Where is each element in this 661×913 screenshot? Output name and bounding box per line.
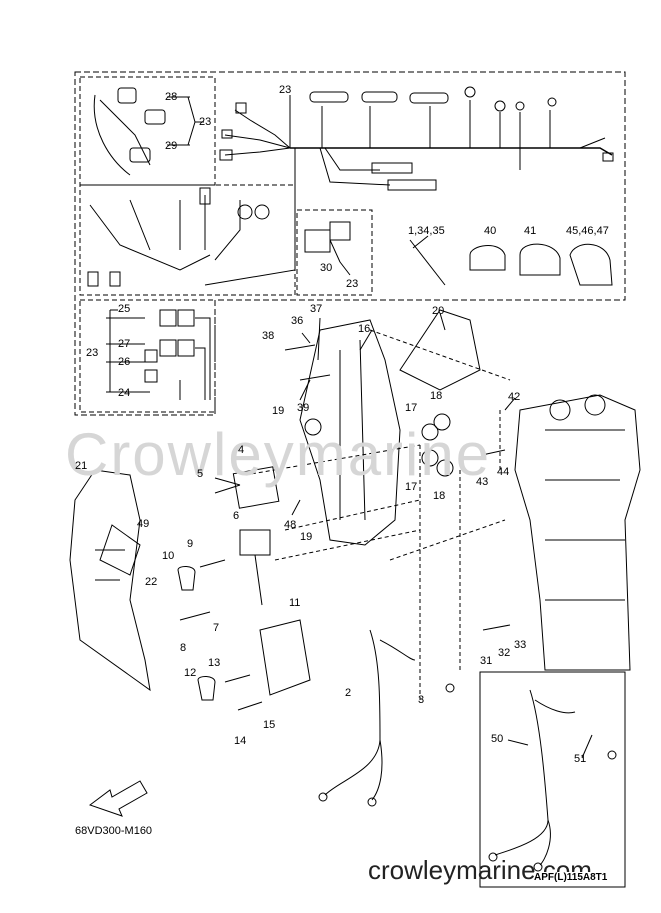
callout-17a: 17 bbox=[405, 402, 418, 414]
callout-48: 48 bbox=[284, 519, 297, 531]
callout-43: 43 bbox=[476, 476, 489, 488]
callout-9: 9 bbox=[187, 538, 194, 550]
callout-7: 7 bbox=[213, 622, 220, 634]
callout-11: 11 bbox=[289, 597, 301, 609]
watermark: Crowleymarine bbox=[65, 421, 492, 488]
callout-41: 41 bbox=[524, 225, 537, 237]
callout-6: 6 bbox=[233, 510, 240, 522]
callout-30: 30 bbox=[320, 262, 333, 274]
callout-5: 5 bbox=[197, 468, 204, 480]
callout-14: 14 bbox=[234, 735, 247, 747]
callout-19b: 19 bbox=[300, 531, 313, 543]
callout-18a: 18 bbox=[430, 390, 443, 402]
callout-45-46-47: 45,46,47 bbox=[566, 225, 609, 237]
inset-frame-relays bbox=[79, 299, 216, 413]
callout-24-label: 24 bbox=[118, 387, 131, 399]
callout-20: 20 bbox=[432, 305, 445, 317]
harness-frame bbox=[74, 71, 626, 416]
callout-8: 8 bbox=[180, 642, 187, 654]
callout-22: 22 bbox=[145, 576, 158, 588]
callout-10: 10 bbox=[162, 550, 175, 562]
callout-18b: 18 bbox=[433, 490, 446, 502]
callout-51: 51 bbox=[574, 753, 587, 765]
callout-29: 29 bbox=[165, 140, 178, 152]
callout-15: 15 bbox=[263, 719, 276, 731]
callout-50: 50 bbox=[491, 733, 504, 745]
callout-2: 2 bbox=[345, 687, 352, 699]
callout-23c: 23 bbox=[346, 278, 359, 290]
callout-44-label: 44 bbox=[497, 466, 510, 478]
corner-code: APF(L)115A8T1 bbox=[534, 872, 608, 883]
callout-19a: 19 bbox=[272, 405, 285, 417]
callout-23b: 23 bbox=[279, 84, 292, 96]
inset-frame-28-29 bbox=[79, 76, 216, 186]
inset-frame-sub-harness bbox=[79, 184, 296, 296]
callout-12: 12 bbox=[184, 667, 197, 679]
callout-42: 42 bbox=[508, 391, 521, 403]
callout-33-label: 33 bbox=[514, 639, 527, 651]
callout-17b: 17 bbox=[405, 481, 418, 493]
callout-39: 39 bbox=[297, 402, 310, 414]
cowling bbox=[69, 469, 151, 692]
ecm-bracket bbox=[299, 319, 401, 546]
callout-23a: 23 bbox=[199, 116, 212, 128]
callout-32: 32 bbox=[498, 647, 511, 659]
callout-40: 40 bbox=[484, 225, 497, 237]
callout-21: 21 bbox=[75, 460, 88, 472]
callout-13: 13 bbox=[208, 657, 221, 669]
callout-3: 3 bbox=[418, 694, 425, 706]
callout-38: 38 bbox=[262, 330, 275, 342]
inset-frame-50-51 bbox=[479, 671, 626, 888]
callout-25: 25 bbox=[118, 303, 131, 315]
callout-31: 31 bbox=[480, 655, 493, 667]
callout-23d: 23 bbox=[86, 347, 99, 359]
callout-28: 28 bbox=[165, 91, 178, 103]
callout-26: 26 bbox=[118, 356, 131, 368]
diagram-code: 68VD300-M160 bbox=[75, 825, 153, 837]
callout-4: 4 bbox=[238, 444, 245, 456]
callout-37: 37 bbox=[310, 303, 323, 315]
engine-block bbox=[514, 394, 641, 671]
fwd-arrow bbox=[88, 780, 148, 817]
callout-27: 27 bbox=[118, 338, 131, 350]
callout-16: 16 bbox=[358, 323, 371, 335]
main-harness-trunk bbox=[290, 147, 613, 156]
callout-1-34-35: 1,34,35 bbox=[408, 225, 445, 237]
callout-36: 36 bbox=[291, 315, 304, 327]
callout-49: 49 bbox=[137, 518, 150, 530]
